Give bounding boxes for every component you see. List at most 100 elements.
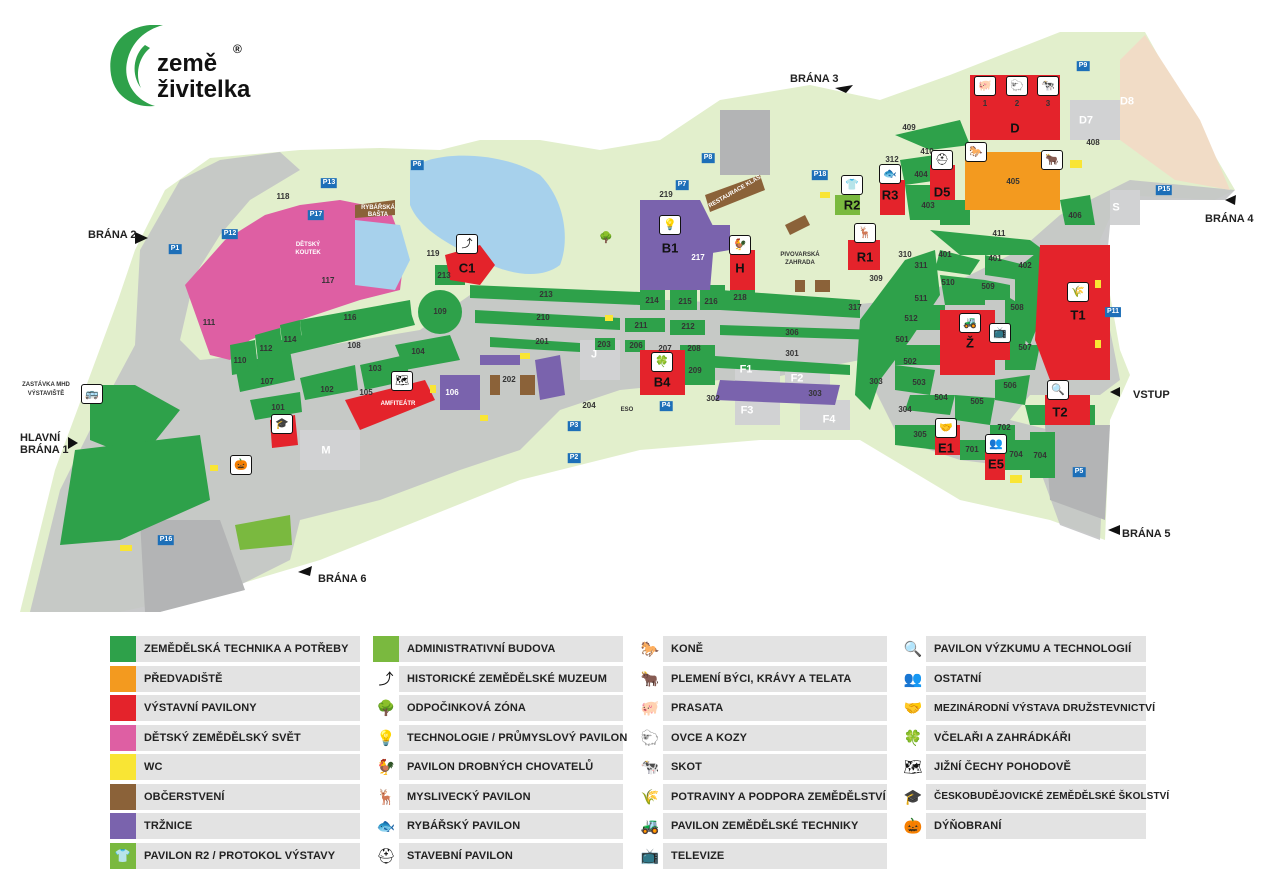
tractor-icon[interactable]: 🚜 xyxy=(959,313,981,333)
pig-icon[interactable]: 🐖 xyxy=(974,76,996,96)
parking-p9[interactable]: P9 xyxy=(1076,61,1090,71)
plot-209: 209 xyxy=(688,366,702,375)
deer-icon[interactable]: 🦌 xyxy=(854,223,876,243)
museum-icon[interactable]: ⤴ xyxy=(456,234,478,254)
legend-label: ODPOČINKOVÁ ZÓNA xyxy=(407,702,526,714)
tv-icon[interactable]: 📺 xyxy=(989,323,1011,343)
legend-item: VÝSTAVNÍ PAVILONY xyxy=(110,695,360,721)
parking-p15[interactable]: P15 xyxy=(1155,185,1173,195)
building-f3-label: F3 xyxy=(740,404,754,417)
legend-item: 🐓PAVILON DROBNÝCH CHOVATELŮ xyxy=(373,754,623,780)
lightbulb-icon[interactable]: 💡 xyxy=(659,215,681,235)
pavilion-r2[interactable]: R2 xyxy=(843,197,861,213)
handshake-icon: 🤝 xyxy=(900,695,926,721)
people-icon[interactable]: 👥 xyxy=(985,434,1007,454)
gate-4-label: BRÁNA 4 xyxy=(1205,213,1254,225)
legend-item: 🔍PAVILON VÝZKUMU A TECHNOLOGIÍ xyxy=(900,636,1146,662)
plot-501: 501 xyxy=(895,335,909,344)
horse-icon[interactable]: 🐎 xyxy=(965,142,987,162)
pavilion-r1[interactable]: R1 xyxy=(856,249,874,265)
pavilion-t1[interactable]: T1 xyxy=(1070,307,1086,323)
building-d7 xyxy=(1070,100,1120,140)
fish-icon[interactable]: 🐟 xyxy=(879,164,901,184)
pumpkin-icon: 🎃 xyxy=(900,813,926,839)
parking-p12[interactable]: P12 xyxy=(221,229,239,239)
plot-105: 105 xyxy=(359,388,373,397)
cow-icon[interactable]: 🐄 xyxy=(1037,76,1059,96)
horse-icon: 🐎 xyxy=(637,636,663,662)
parking-p5[interactable]: P5 xyxy=(1072,467,1086,477)
pumpkin-icon[interactable]: 🎃 xyxy=(230,455,252,475)
parking-p18[interactable]: P18 xyxy=(811,170,829,180)
parking-p17[interactable]: P17 xyxy=(307,210,325,220)
parking-p3[interactable]: P3 xyxy=(567,421,581,431)
pavilion-e1[interactable]: E1 xyxy=(938,440,954,456)
logo-text-line2: živitelka xyxy=(157,76,251,103)
parking-p11[interactable]: P11 xyxy=(1104,307,1122,317)
logo-text-line1: země xyxy=(157,50,218,77)
plot-106: 106 xyxy=(445,388,459,397)
plot-214: 214 xyxy=(645,296,659,305)
pavilion-d-1: 1 xyxy=(982,99,988,108)
pavilion-d5[interactable]: D5 xyxy=(933,184,951,200)
south-bohemia-map-icon[interactable]: 🗺 xyxy=(391,371,413,391)
plot-211: 211 xyxy=(634,321,648,330)
parking-p6[interactable]: P6 xyxy=(410,160,424,170)
pavilion-b4[interactable]: B4 xyxy=(653,374,671,390)
pavilion-d[interactable]: D xyxy=(1010,120,1020,136)
plot-401: 401 xyxy=(938,250,952,259)
parking-p8[interactable]: P8 xyxy=(701,153,715,163)
legend-item: 🐎 KONĚ xyxy=(637,636,887,662)
legend-label: VÝSTAVNÍ PAVILONY xyxy=(144,702,257,714)
legend-item: ADMINISTRATIVNÍ BUDOVA xyxy=(373,636,623,662)
handshake-icon[interactable]: 🤝 xyxy=(935,418,957,438)
legend-column-2: ADMINISTRATIVNÍ BUDOVA ⤴HISTORICKÉ ZEMĚD… xyxy=(373,636,627,872)
building-d7-label: D7 xyxy=(1078,114,1094,127)
beer-garden-label-b: ZAHRADA xyxy=(785,260,815,266)
rooster-icon[interactable]: 🐓 xyxy=(729,235,751,255)
pavilion-h[interactable]: H xyxy=(735,260,745,276)
legend-label: KONĚ xyxy=(671,643,704,655)
pavilion-b1[interactable]: B1 xyxy=(661,240,679,256)
tractor-icon: 🚜 xyxy=(637,813,663,839)
legend-label: PŘEDVADIŠTĚ xyxy=(144,672,223,685)
legend-label: PRASATA xyxy=(671,702,724,714)
pavilion-d-2: 2 xyxy=(1014,99,1020,108)
research-icon[interactable]: 🔍 xyxy=(1047,380,1069,400)
parking-p1[interactable]: P1 xyxy=(168,244,182,254)
lightbulb-icon: 💡 xyxy=(373,724,399,751)
gate-1-label-a: HLAVNÍ xyxy=(20,432,61,444)
shirt-icon[interactable]: 👕 xyxy=(841,175,863,195)
legend-item: 🤝MEZINÁRODNÍ VÝSTAVA DRUŽSTEVNICTVÍ xyxy=(900,695,1155,721)
parking-p4[interactable]: P4 xyxy=(659,401,673,411)
legend-column-1: ZEMĚDĚLSKÁ TECHNIKA A POTŘEBY PŘEDVADIŠT… xyxy=(110,636,360,872)
legend-item: 🗺JIŽNÍ ČECHY POHODOVĚ xyxy=(900,754,1146,780)
legend-swatch xyxy=(110,636,136,662)
parking-p16[interactable]: P16 xyxy=(157,535,175,545)
sheep-icon[interactable]: 🐑 xyxy=(1006,76,1028,96)
pavilion-e5[interactable]: E5 xyxy=(988,456,1004,472)
wheat-icon[interactable]: 🌾 xyxy=(1067,282,1089,302)
clover-icon[interactable]: 🍀 xyxy=(651,352,673,372)
parking-p13[interactable]: P13 xyxy=(320,178,338,188)
shirt-icon: 👕 xyxy=(110,842,136,869)
bull-icon[interactable]: 🐂 xyxy=(1041,150,1063,170)
gate-5-label: BRÁNA 5 xyxy=(1122,528,1171,540)
pavilion-r3[interactable]: R3 xyxy=(881,187,899,203)
bus-stop-label-a: ZASTÁVKA MHD xyxy=(22,382,70,388)
pavilion-c1[interactable]: C1 xyxy=(458,260,476,276)
pavilion-z[interactable]: Ž xyxy=(966,335,974,351)
legend-item: OBČERSTVENÍ xyxy=(110,783,360,810)
helmet-icon[interactable]: ⛑ xyxy=(931,150,953,170)
sheep-icon: 🐑 xyxy=(637,724,663,751)
legend-label: DÝŇOBRANÍ xyxy=(934,820,1002,832)
parking-p7[interactable]: P7 xyxy=(675,180,689,190)
legend-item: 🚜PAVILON ZEMĚDĚLSKÉ TECHNIKY xyxy=(637,813,887,839)
plot-404: 404 xyxy=(914,170,928,179)
parking-p2[interactable]: P2 xyxy=(567,453,581,463)
legend-item: ZEMĚDĚLSKÁ TECHNIKA A POTŘEBY xyxy=(110,636,360,662)
graduation-cap-icon[interactable]: 🎓 xyxy=(271,414,293,434)
pavilion-t2[interactable]: T2 xyxy=(1052,404,1068,420)
legend-item: 👥OSTATNÍ xyxy=(900,665,1146,692)
legend-item: ⤴HISTORICKÉ ZEMĚDĚLSKÉ MUZEUM xyxy=(373,665,623,692)
